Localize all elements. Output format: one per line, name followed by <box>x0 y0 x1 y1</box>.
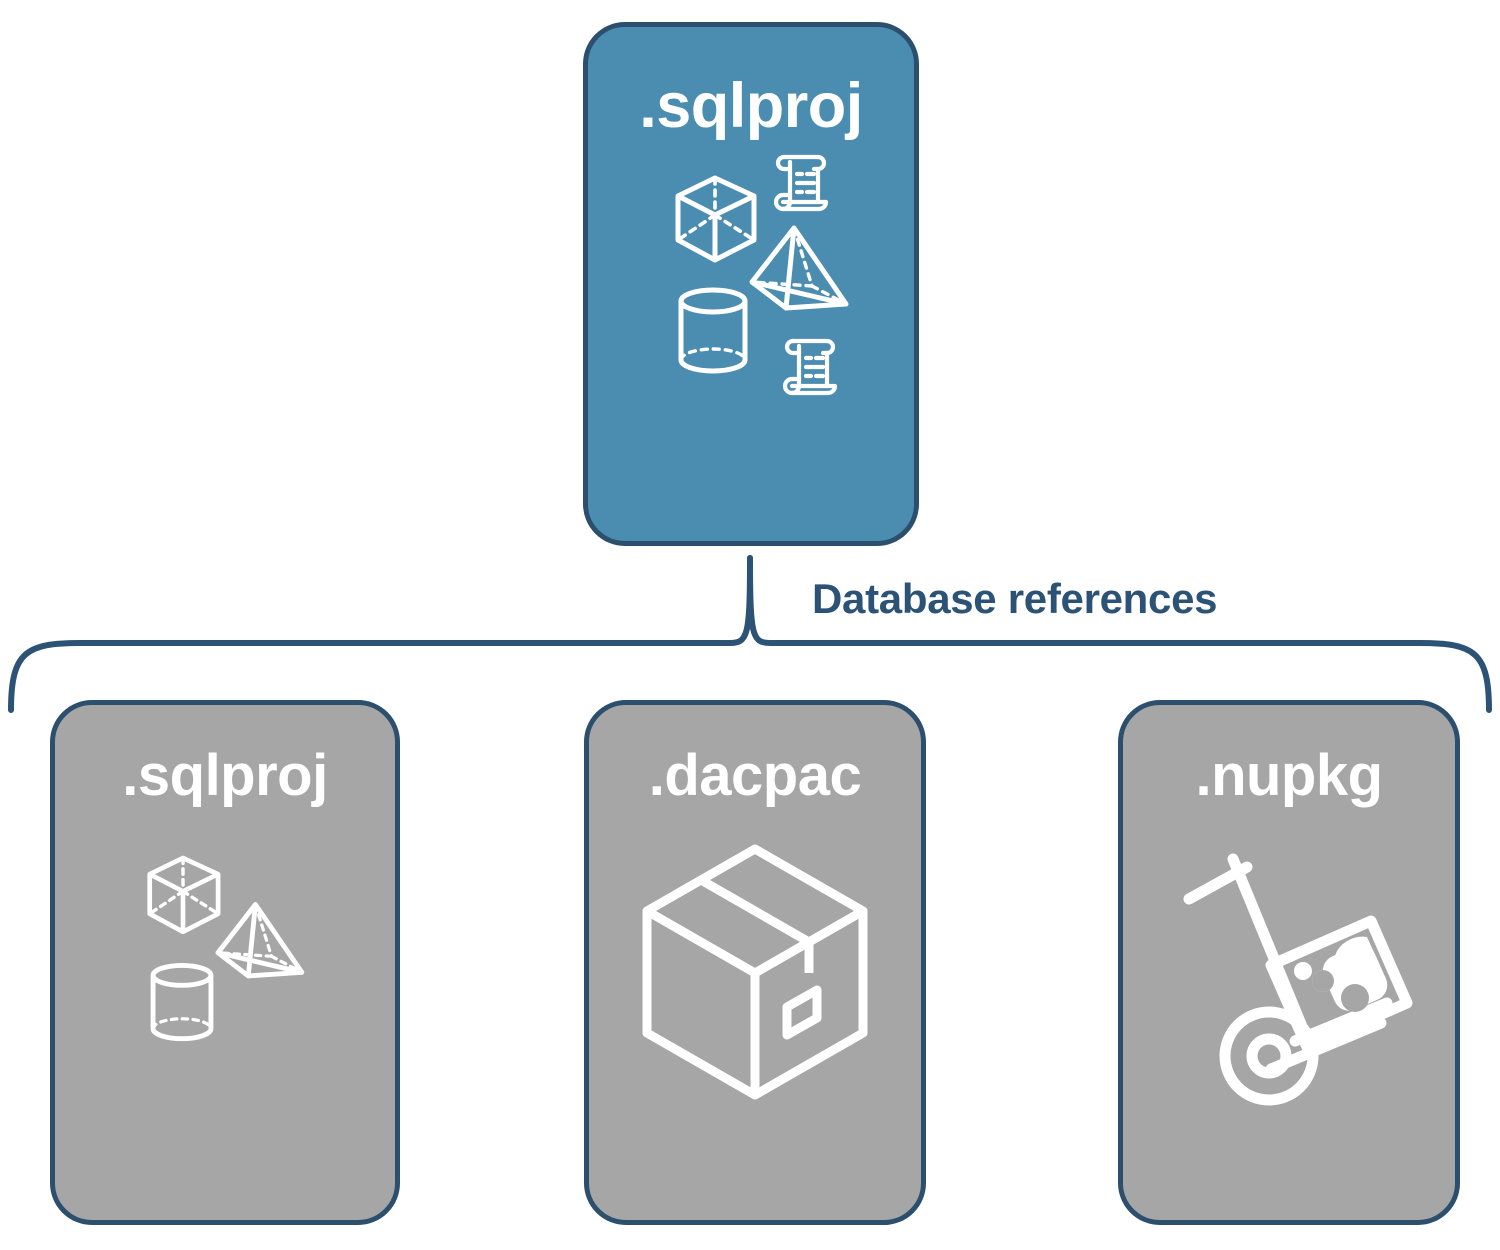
card-art-dacpac <box>589 805 921 1220</box>
card-art-parent <box>588 138 914 541</box>
cube-icon <box>675 175 757 263</box>
card-sqlproj-child[interactable]: .sqlproj <box>50 700 400 1225</box>
card-title-sqlproj-child: .sqlproj <box>122 743 328 808</box>
cylinder-icon <box>150 962 214 1042</box>
cylinder-icon <box>678 287 748 374</box>
card-title-parent: .sqlproj <box>639 71 863 141</box>
card-dacpac[interactable]: .dacpac <box>584 700 926 1225</box>
cube-icon <box>147 855 221 935</box>
card-art-nupkg <box>1123 805 1455 1220</box>
card-nupkg[interactable]: .nupkg <box>1118 700 1460 1225</box>
pyramid-icon <box>215 902 305 979</box>
scroll-icon <box>773 154 829 212</box>
scroll-icon <box>782 338 838 396</box>
package-box-icon <box>642 844 868 1100</box>
hand-truck-icon <box>1183 853 1413 1106</box>
card-title-dacpac: .dacpac <box>648 743 862 808</box>
card-title-nupkg: .nupkg <box>1195 743 1383 808</box>
card-art-sqlproj-child <box>55 805 395 1220</box>
pyramid-icon <box>749 225 849 311</box>
database-references-label: Database references <box>812 575 1218 622</box>
card-sqlproj-parent[interactable]: .sqlproj <box>583 22 919 546</box>
